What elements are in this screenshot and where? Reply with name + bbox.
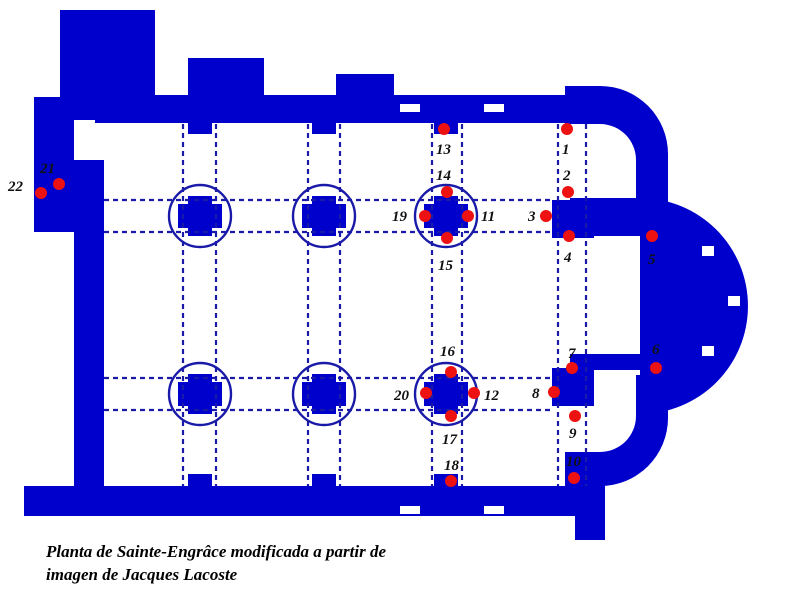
survey-label-19: 19: [392, 209, 408, 225]
pier-5: [302, 374, 346, 414]
central-apse-outer: [640, 198, 748, 414]
survey-point-10: [568, 472, 580, 484]
survey-point-16: [445, 366, 457, 378]
survey-label-13: 13: [436, 142, 452, 158]
survey-label-2: 2: [562, 168, 571, 184]
survey-point-2: [562, 186, 574, 198]
survey-label-20: 20: [393, 388, 410, 404]
survey-point-11: [462, 210, 474, 222]
pier-2: [302, 196, 346, 236]
survey-point-8: [548, 386, 560, 398]
survey-point-19: [419, 210, 431, 222]
pilaster-n1: [188, 120, 212, 134]
survey-point-1: [561, 123, 573, 135]
pilaster-n2: [312, 120, 336, 134]
survey-label-17: 17: [442, 432, 458, 448]
survey-point-14: [441, 186, 453, 198]
survey-label-6: 6: [652, 342, 660, 358]
survey-label-10: 10: [566, 454, 582, 470]
north-apse: [565, 86, 668, 205]
survey-label-3: 3: [527, 209, 536, 225]
survey-point-12: [468, 387, 480, 399]
survey-point-13: [438, 123, 450, 135]
survey-point-4: [563, 230, 575, 242]
survey-point-9: [569, 410, 581, 422]
caption-line-1: Planta de Sainte-Engrâce modificada a pa…: [46, 542, 386, 561]
survey-label-5: 5: [648, 252, 656, 268]
survey-label-8: 8: [532, 386, 540, 402]
survey-label-4: 4: [563, 250, 572, 266]
vault-lines: [104, 124, 588, 486]
survey-point-6: [650, 362, 662, 374]
south-buttress: [575, 480, 605, 540]
survey-point-15: [441, 232, 453, 244]
pier-1: [178, 196, 222, 236]
plan-caption: Planta de Sainte-Engrâce modificada a pa…: [46, 540, 606, 586]
survey-label-1: 1: [562, 142, 570, 158]
pilaster-s2: [312, 474, 336, 488]
pier-3: [424, 196, 468, 236]
survey-point-18: [445, 475, 457, 487]
survey-point-22: [35, 187, 47, 199]
west-tower: [60, 10, 155, 120]
survey-point-20: [420, 387, 432, 399]
survey-label-16: 16: [440, 344, 456, 360]
survey-point-5: [646, 230, 658, 242]
survey-label-22: 22: [7, 179, 24, 195]
west-porch-wall: [34, 97, 104, 119]
survey-label-11: 11: [481, 209, 495, 225]
west-wall: [34, 97, 74, 232]
pier-4: [178, 374, 222, 414]
pilaster-s1: [188, 474, 212, 488]
plan-walls: [24, 10, 748, 540]
survey-point-21: [53, 178, 65, 190]
survey-point-7: [566, 362, 578, 374]
survey-label-12: 12: [484, 388, 500, 404]
survey-label-18: 18: [444, 458, 460, 474]
caption-line-2: imagen de Jacques Lacoste: [46, 565, 238, 584]
survey-point-17: [445, 410, 457, 422]
survey-point-3: [540, 210, 552, 222]
pier-6: [424, 374, 468, 414]
survey-label-14: 14: [436, 168, 452, 184]
survey-label-9: 9: [569, 426, 577, 442]
south-apse: [565, 375, 668, 486]
window-slits: [400, 104, 740, 514]
west-wall-lower: [74, 160, 104, 500]
survey-label-15: 15: [438, 258, 454, 274]
survey-points: [35, 123, 662, 487]
survey-label-7: 7: [568, 346, 576, 362]
survey-label-21: 21: [39, 161, 55, 177]
